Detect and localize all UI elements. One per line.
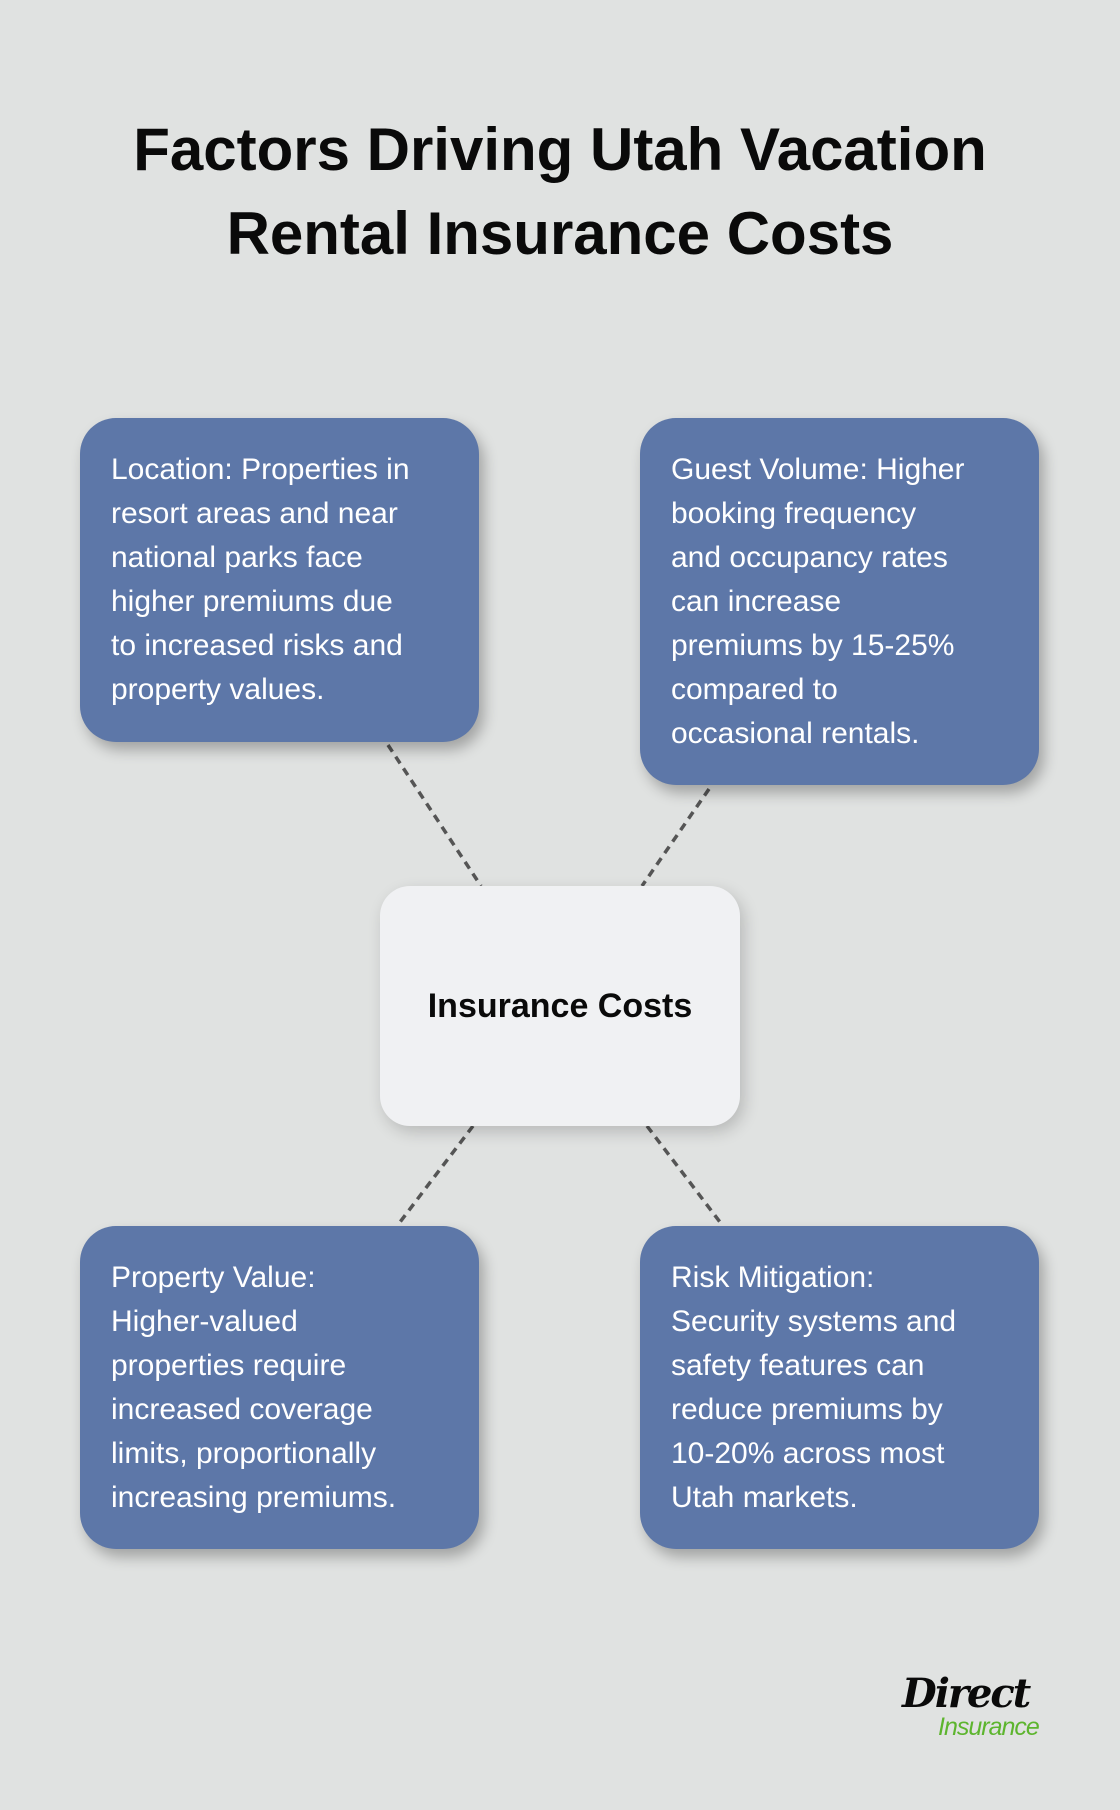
- card-text-line: safety features can: [671, 1349, 925, 1382]
- card-text-line: and occupancy rates: [671, 541, 948, 574]
- page-title: Factors Driving Utah Vacation Rental Ins…: [0, 108, 1120, 276]
- connector-bottom-right: [645, 1124, 725, 1228]
- card-text-line: property values.: [111, 673, 325, 706]
- card-text-line: increased coverage: [111, 1393, 373, 1426]
- title-line-2: Rental Insurance Costs: [226, 200, 894, 267]
- title-line-1: Factors Driving Utah Vacation: [133, 116, 987, 183]
- card-text-line: Guest Volume: Higher: [671, 453, 965, 486]
- card-text-line: occasional rentals.: [671, 717, 920, 750]
- card-text-line: national parks face: [111, 541, 363, 574]
- card-text-line: booking frequency: [671, 497, 917, 530]
- card-text-line: premiums by 15-25%: [671, 629, 955, 662]
- logo-wordmark-direct: Direct: [902, 1670, 1031, 1717]
- card-text-line: to increased risks and: [111, 629, 403, 662]
- card-text-line: reduce premiums by: [671, 1393, 943, 1426]
- connector-top-left: [386, 744, 483, 887]
- connector-top-right: [640, 788, 711, 887]
- card-text-line: properties require: [111, 1349, 347, 1382]
- center-node-label: Insurance Costs: [427, 986, 693, 1025]
- card-text-line: Utah markets.: [671, 1481, 858, 1514]
- center-node-insurance-costs: Insurance Costs: [380, 886, 740, 1126]
- factor-card-location: Location: Properties in resort areas and…: [80, 418, 479, 742]
- factor-card-guest-volume: Guest Volume: Higher booking frequency a…: [640, 418, 1039, 785]
- factor-card-property-value: Property Value: Higher-valued properties…: [80, 1226, 479, 1549]
- card-text-line: can increase: [671, 585, 842, 618]
- factor-card-risk-mitigation: Risk Mitigation: Security systems and sa…: [640, 1226, 1039, 1549]
- card-text-line: limits, proportionally: [111, 1437, 377, 1470]
- direct-insurance-logo: Direct Insurance: [900, 1672, 1050, 1744]
- card-text-line: Higher-valued: [111, 1305, 298, 1338]
- card-text-line: higher premiums due: [111, 585, 393, 618]
- card-text-line: compared to: [671, 673, 838, 706]
- card-text-line: 10-20% across most: [671, 1437, 945, 1470]
- connector-bottom-left: [395, 1124, 475, 1228]
- card-text-line: resort areas and near: [111, 497, 398, 530]
- card-text-line: Security systems and: [671, 1305, 957, 1338]
- card-text-line: Location: Properties in: [111, 453, 410, 486]
- card-text-line: increasing premiums.: [111, 1481, 397, 1514]
- card-text-line: Property Value:: [111, 1261, 316, 1294]
- logo-wordmark-insurance: Insurance: [938, 1713, 1040, 1741]
- card-text-line: Risk Mitigation:: [671, 1261, 875, 1294]
